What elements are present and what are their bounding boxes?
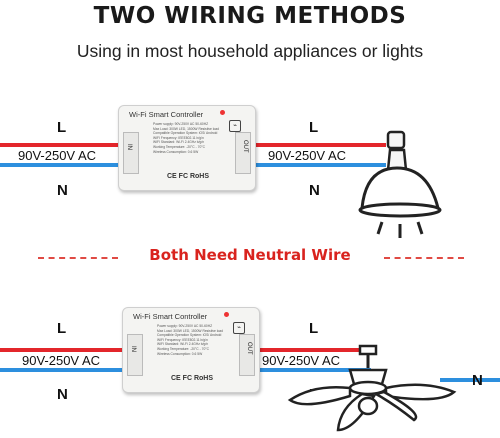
page-subtitle: Using in most household appliances or li… [76, 41, 424, 61]
out-label: OUT [246, 342, 252, 355]
page-title: TWO WIRING METHODS [93, 3, 407, 29]
controller-title: Wi-Fi Smart Controller [133, 312, 208, 321]
output-terminal [239, 334, 255, 376]
live-wire-in-1 [0, 143, 120, 147]
neutral-wire-note: Both Need Neutral Wire [149, 246, 351, 264]
neutral-wire-out-2b [440, 378, 500, 382]
divider-left [38, 257, 118, 259]
input-terminal [127, 334, 143, 376]
live-label-out-2: L [309, 320, 319, 337]
neutral-wire-out-1 [252, 163, 386, 167]
neutral-label-fan: N [472, 372, 483, 389]
in-label: IN [126, 144, 132, 150]
live-wire-out-1 [252, 143, 386, 147]
smart-controller-2: Wi-Fi Smart Controller ⌁ Power supply: 9… [122, 307, 260, 393]
live-label-in-2: L [57, 320, 67, 337]
status-led-icon [220, 110, 225, 115]
wifi-button-icon: ⌁ [233, 322, 245, 334]
live-wire-in-2 [0, 348, 124, 352]
neutral-wire-in-2 [0, 368, 124, 372]
divider-right [384, 257, 464, 259]
live-wire-out-2 [256, 348, 374, 352]
certification-marks: CE FC RoHS [167, 173, 209, 180]
voltage-label-out-2: 90V-250V AC [262, 353, 341, 368]
voltage-label-out-1: 90V-250V AC [268, 148, 347, 163]
neutral-label-in-1: N [57, 182, 68, 199]
ceiling-spot-lamp-icon [358, 130, 442, 238]
certification-marks: CE FC RoHS [171, 375, 213, 382]
wifi-button-icon: ⌁ [229, 120, 241, 132]
live-label-out-1: L [309, 119, 319, 136]
status-led-icon [224, 312, 229, 317]
voltage-label-in-1: 90V-250V AC [18, 148, 97, 163]
output-terminal [235, 132, 251, 174]
controller-specs: Power supply: 90V-250V AC 50-60HZ Max Lo… [153, 122, 219, 154]
neutral-label-in-2: N [57, 386, 68, 403]
controller-specs: Power supply: 90V-250V AC 50-60HZ Max Lo… [157, 324, 223, 356]
neutral-label-out-1: N [309, 182, 320, 199]
out-label: OUT [242, 140, 248, 153]
voltage-label-in-2: 90V-250V AC [22, 353, 101, 368]
smart-controller-1: Wi-Fi Smart Controller ⌁ Power supply: 9… [118, 105, 256, 191]
neutral-wire-out-2a [256, 368, 371, 372]
ceiling-fan-icon [287, 344, 457, 432]
controller-title: Wi-Fi Smart Controller [129, 110, 204, 119]
neutral-wire-in-1 [0, 163, 120, 167]
input-terminal [123, 132, 139, 174]
in-label: IN [130, 346, 136, 352]
live-label-in-1: L [57, 119, 67, 136]
